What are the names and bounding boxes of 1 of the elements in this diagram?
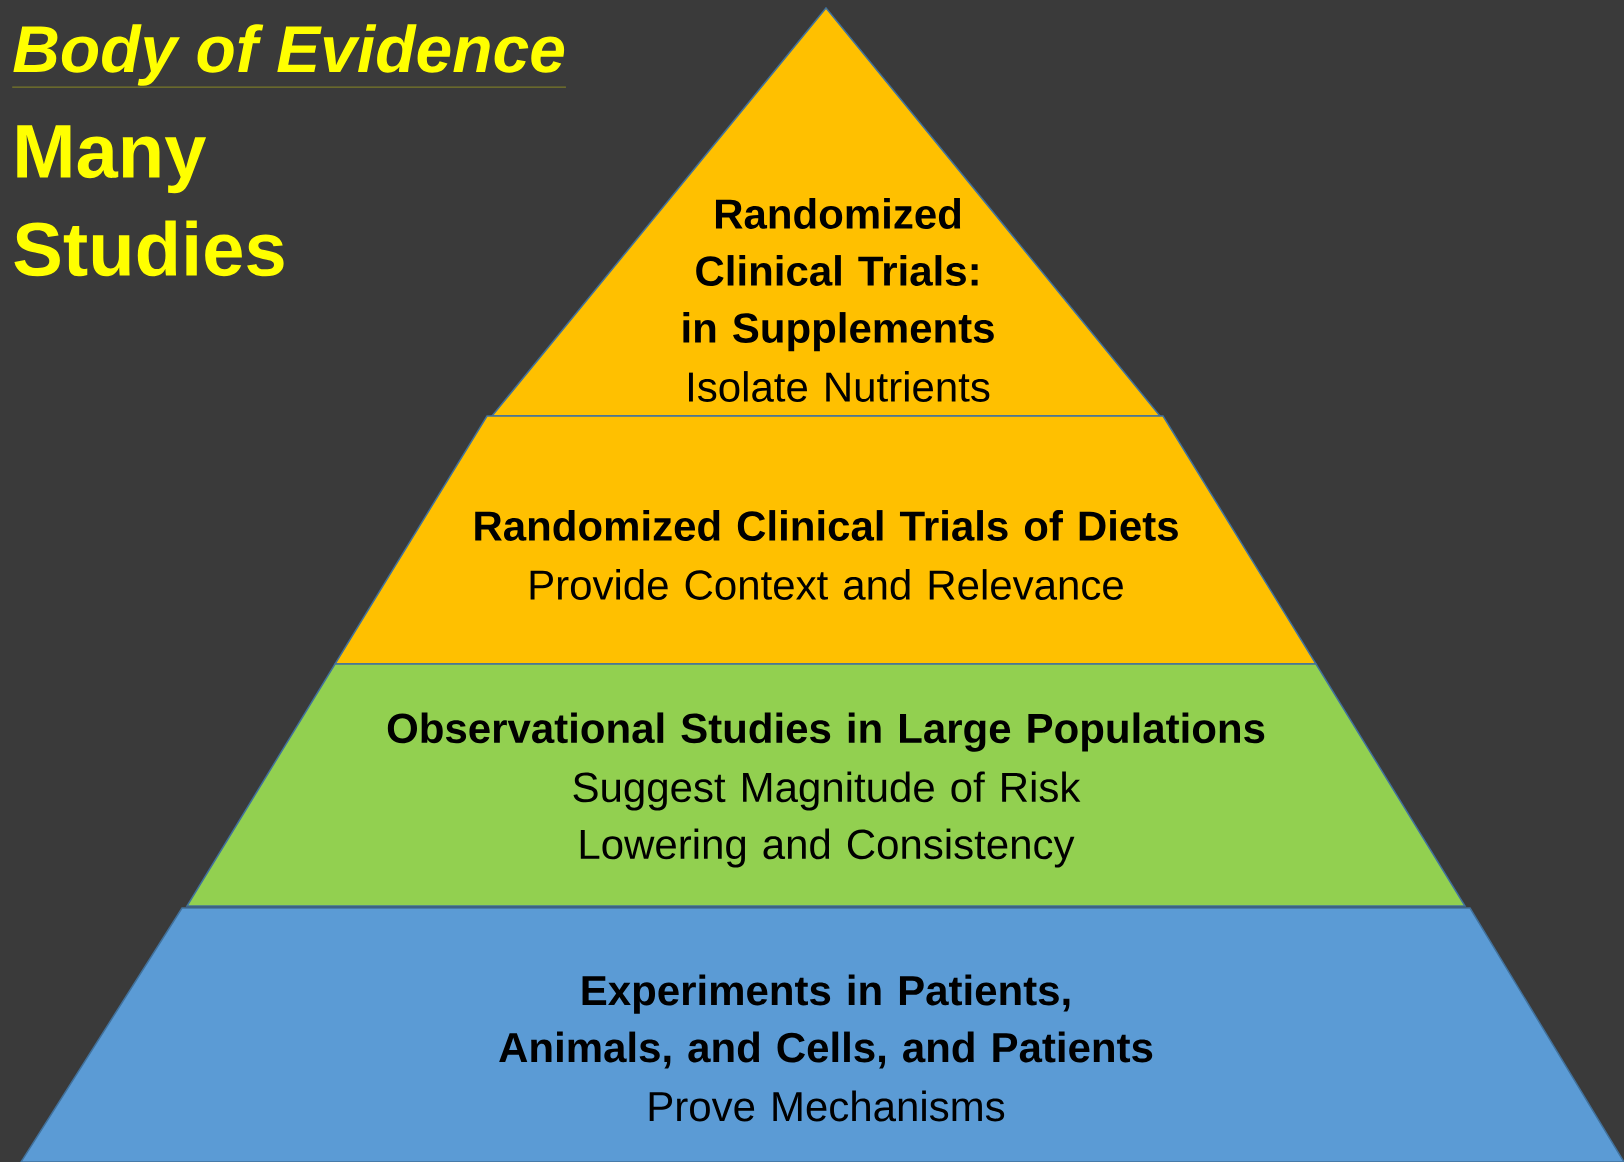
subtitle: Many Studies [14, 125, 284, 277]
